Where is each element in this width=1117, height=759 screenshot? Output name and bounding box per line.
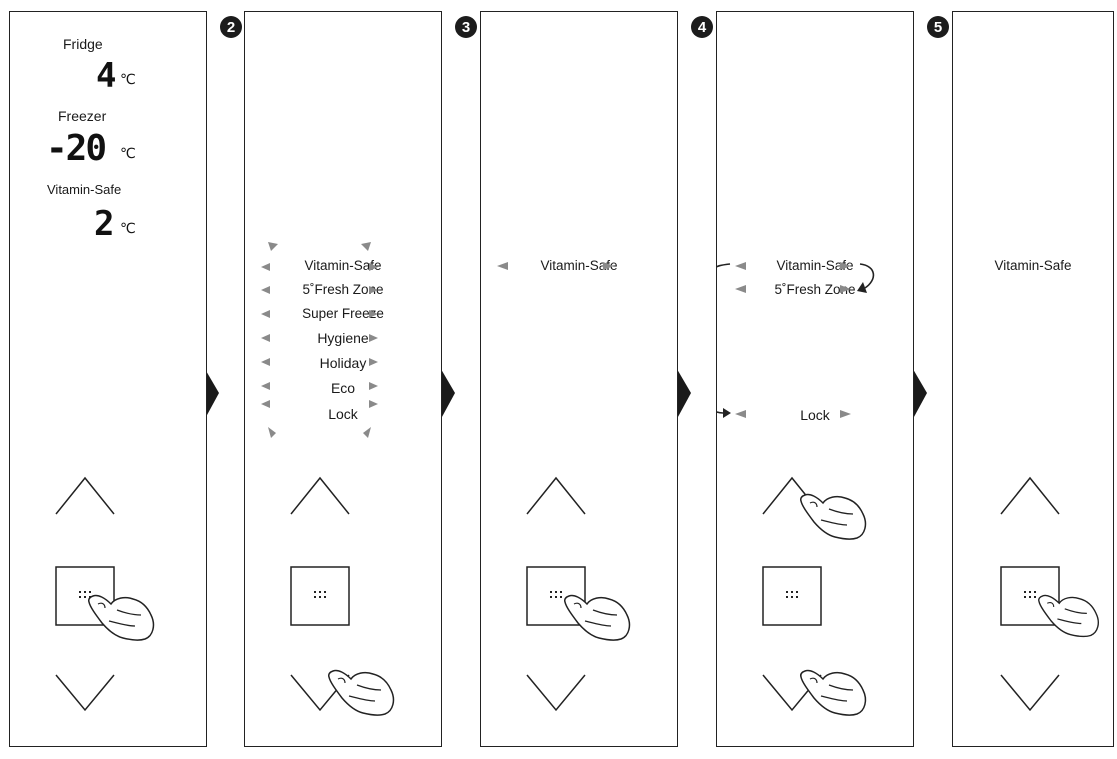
menu-item-lock: Lock [800, 407, 830, 423]
pressing-hand-icon [88, 594, 155, 641]
menu-item-lock: Lock [328, 406, 358, 422]
up-chevron-button[interactable] [1000, 476, 1060, 515]
menu-item-holiday: Holiday [319, 355, 367, 371]
menu-dots-icon [786, 591, 798, 598]
menu-dots-icon [314, 591, 326, 598]
fridge-temp-value: 4 [96, 56, 117, 96]
step-4-badge: 4 [691, 16, 713, 38]
fridge-temp-unit: ℃ [120, 71, 136, 87]
step-2-badge: 2 [220, 16, 242, 38]
selection-arrows-icon [735, 262, 851, 418]
panel-step-5: Vitamin-Safe [952, 11, 1114, 747]
up-chevron-button[interactable] [526, 476, 586, 515]
panel-step-3: Vitamin-Safe [480, 11, 678, 747]
panel4-graphics [717, 262, 875, 716]
pressing-hand-icon [328, 669, 395, 716]
vitamin-safe-label: Vitamin-Safe [47, 182, 122, 197]
menu-item-super-freeze: Super Freeze [302, 306, 384, 321]
menu-item-hygiene: Hygiene [317, 330, 369, 346]
panel-step-2: Vitamin-Safe 5˚Fresh Zone Super Freeze H… [244, 11, 442, 747]
vitamin-safe-temp-unit: ℃ [120, 220, 136, 236]
menu-dots-icon [550, 591, 562, 598]
pressing-hand-icon [564, 594, 631, 641]
menu-item-fresh-zone: 5˚Fresh Zone [302, 282, 384, 297]
up-chevron-button[interactable] [55, 476, 115, 515]
menu-item-vitamin-safe: Vitamin-Safe [776, 258, 854, 273]
step-3-badge: 3 [455, 16, 477, 38]
panel-step-1: Fridge 4 ℃ Freezer -20 ℃ Vitamin-Safe 2 … [9, 11, 207, 747]
selection-arrows-icon [497, 262, 614, 270]
freezer-label: Freezer [58, 108, 107, 124]
fridge-label: Fridge [63, 36, 103, 52]
pressing-hand-icon [800, 669, 867, 716]
panel5-graphics [1000, 476, 1099, 712]
confirmed-mode-label: Vitamin-Safe [994, 258, 1072, 273]
pressing-hand-icon [1038, 594, 1099, 638]
menu-item-eco: Eco [330, 380, 356, 396]
vitamin-safe-temp-value: 2 [94, 204, 115, 244]
down-chevron-button[interactable] [55, 674, 115, 712]
blinking-arrows-icon [261, 242, 378, 438]
down-chevron-button[interactable] [526, 674, 586, 712]
menu-item-fresh-zone: 5˚Fresh Zone [774, 282, 856, 297]
controls [55, 476, 155, 712]
selected-mode-label: Vitamin-Safe [540, 258, 618, 273]
freezer-temp-value: -20 [46, 128, 107, 169]
down-chevron-button[interactable] [1000, 674, 1060, 712]
menu-item-vitamin-safe: Vitamin-Safe [304, 258, 382, 273]
step-5-badge: 5 [927, 16, 949, 38]
panel2-graphics [261, 242, 395, 716]
freezer-temp-unit: ℃ [120, 145, 136, 161]
menu-dots-icon [1024, 591, 1036, 598]
panel-step-4: Vitamin-Safe 5˚Fresh Zone Lock [716, 11, 914, 747]
scroll-loop-arrows-icon [717, 263, 875, 418]
up-chevron-button[interactable] [290, 476, 350, 515]
pressing-hand-icon [800, 493, 867, 540]
panel3-graphics [497, 262, 631, 712]
